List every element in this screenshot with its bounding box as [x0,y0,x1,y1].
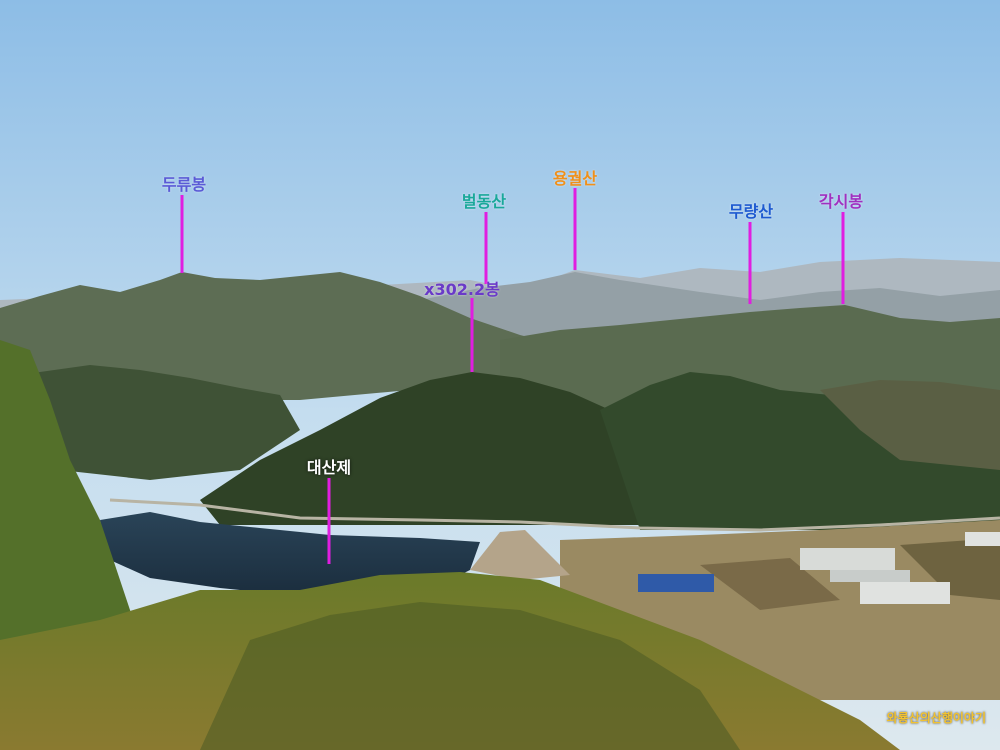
greenhouse-2 [830,570,910,582]
road [109,498,1000,532]
pointer-line-muryangsan [748,222,752,304]
pointer-line-x302 [470,298,474,372]
label-gaksibong: 각시봉 [818,192,864,211]
label-durubong: 두류봉 [161,175,207,194]
field-1 [700,558,840,610]
near-hill-left [0,365,300,480]
label-muryangsan: 무량산 [728,202,774,221]
pointer-line-yonggwolsan [573,188,577,270]
mid-ridge-left [0,272,560,400]
greenhouse-3 [860,582,950,604]
foreground-shadow [200,602,740,750]
pointer-line-durubong [180,195,184,273]
label-yonggwolsan: 용궐산 [552,169,598,188]
greenhouse-1 [800,548,895,570]
greenhouse-4 [965,532,1000,546]
label-beoldongsan: 벌동산 [461,192,507,211]
pointer-line-gaksibong [841,212,845,304]
pointer-line-beoldongsan [484,212,488,284]
blue-roof-building [638,574,714,592]
central-hill [200,372,650,525]
field-2 [900,538,1000,600]
pointer-line-daesanje [327,478,331,564]
label-x302: x302.2봉 [424,280,500,299]
right-hill-slope [820,380,1000,470]
watermark: 와룡산의산행이야기 [886,711,986,725]
label-daesanje: 대산제 [306,458,352,477]
dam [470,530,570,580]
